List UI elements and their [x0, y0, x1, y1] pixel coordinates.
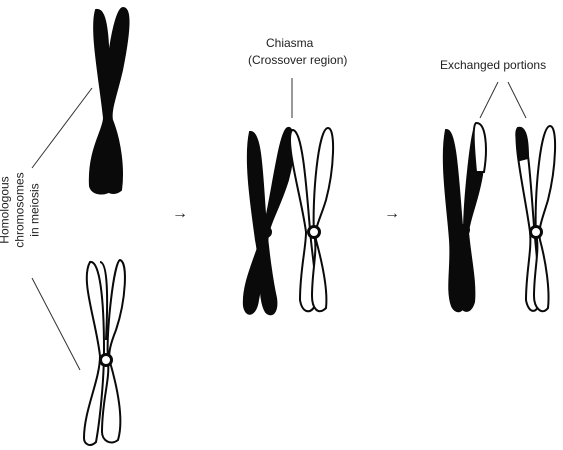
black-chromosome [90, 8, 129, 193]
exchanged-leader-right [508, 82, 526, 118]
homologous-label: Homologous chromosomes in meiosis [0, 130, 43, 290]
chiasma-label: Chiasma [266, 36, 313, 51]
stage3-left-chromosome [444, 123, 486, 311]
homologous-line-3: in meiosis [28, 130, 43, 290]
exchanged-leader-left [480, 82, 498, 118]
stage2-white-chromosome [290, 128, 333, 311]
leader-line-bottom [32, 278, 80, 370]
arrow-1: → [172, 206, 188, 221]
stage2-white-centromere [309, 227, 320, 238]
arrow-2: → [384, 206, 400, 221]
stage3-right-chromosome [516, 126, 555, 311]
stage2-black-chromosome [244, 128, 293, 314]
exchanged-portions-label: Exchanged portions [440, 58, 546, 73]
white-centromere [101, 355, 112, 366]
white-chromosome [84, 260, 125, 445]
stage3-left-centromere [459, 225, 469, 235]
stage3-right-centromere [531, 227, 542, 238]
crossover-region-label: (Crossover region) [248, 53, 347, 68]
homologous-line-1: Homologous [0, 130, 13, 290]
stage2-black-centromere [261, 227, 271, 237]
homologous-line-2: chromosomes [13, 130, 28, 290]
